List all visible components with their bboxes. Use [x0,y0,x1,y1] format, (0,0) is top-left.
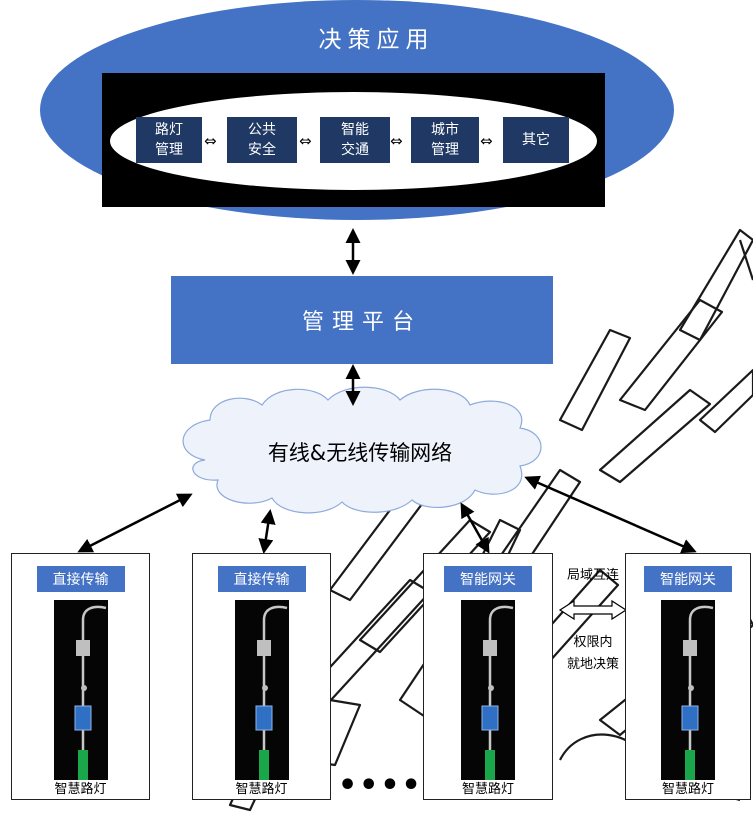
double-arrow-icon: ⇔ [390,132,403,150]
double-arrow-icon: ⇔ [204,132,217,150]
app-label: 其它 [522,132,550,148]
management-platform-box: 管理平台 [171,276,553,364]
panel-footer: 智慧路灯 [235,782,288,797]
arrow-network-device-3 [460,502,490,554]
interconnect-label: 局域互连 [566,568,619,583]
app-smart-traffic: 智能 交通 [320,117,390,163]
smart-streetlight-image [661,600,715,780]
panel-header: 直接传输 [36,566,125,592]
panel-footer: 智慧路灯 [461,782,514,797]
panel-footer: 智慧路灯 [54,782,107,797]
smart-streetlight-image [461,600,515,780]
ellipsis-dots: •••••• [338,768,466,803]
panel-header: 直接传输 [217,566,306,592]
app-public-safety: 公共 安全 [227,117,297,163]
panel-footer: 智慧路灯 [661,782,714,797]
double-arrow-icon: ⇔ [299,132,312,150]
app-streetlight-management: 路灯 管理 [136,117,202,163]
network-label: 有线&无线传输网络 [267,441,453,465]
device-panel-3: 智能网关 智慧路灯 [423,553,553,800]
note-line: 就地决策 [566,657,619,672]
app-label: 公共 安全 [248,122,276,158]
device-panel-2: 直接传输 智慧路灯 [192,553,331,800]
smart-streetlight-image [53,600,108,780]
smart-streetlight-image [234,600,289,780]
app-other: 其它 [503,117,569,163]
panel-header: 智能网关 [444,566,532,592]
device-panel-1: 直接传输 智慧路灯 [11,553,150,800]
arrow-network-device-4 [524,475,697,554]
arrow-network-device-1 [77,493,193,553]
app-label: 城市 管理 [431,122,459,158]
cloud-shape [182,386,542,514]
app-label: 智能 交通 [341,122,369,158]
arrow-network-device-2 [258,509,276,554]
note-line: 权限内 [573,635,613,650]
double-arrow-icon: ⇔ [480,132,493,150]
app-label: 路灯 管理 [155,122,183,158]
app-city-management: 城市 管理 [411,117,479,163]
device-panel-4: 智能网关 智慧路灯 [625,553,751,800]
local-decision-note: 权限内 就地决策 [555,632,631,676]
panel-header: 智能网关 [644,566,732,592]
interconnect-double-arrow-icon [558,599,628,621]
platform-title: 管理平台 [301,310,422,335]
decision-title: 决策应用 [318,27,435,53]
